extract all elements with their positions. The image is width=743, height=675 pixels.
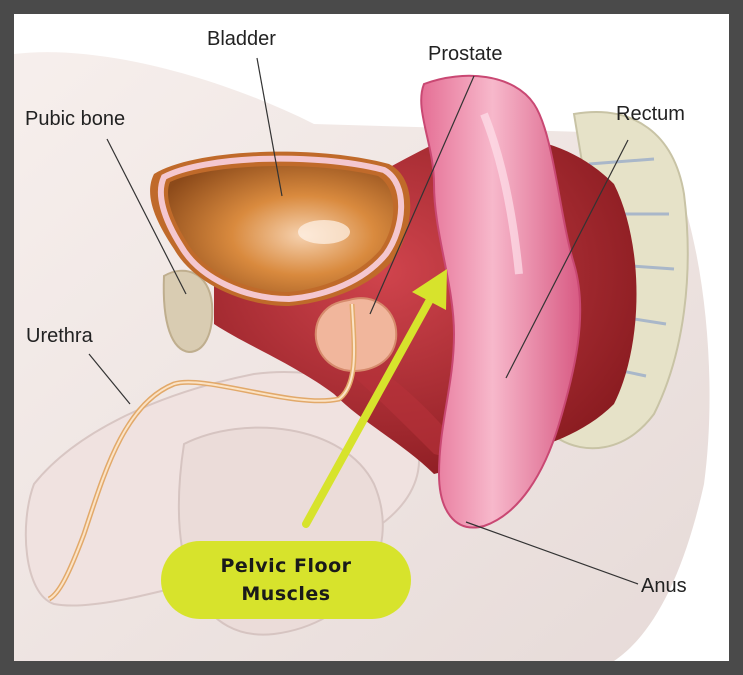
illustration-canvas: Bladder Prostate Pubic bone Rectum Ureth…: [14, 14, 729, 661]
label-anus: Anus: [641, 575, 687, 597]
pelvic-floor-muscles-callout: Pelvic Floor Muscles: [161, 541, 411, 619]
label-rectum: Rectum: [616, 103, 685, 125]
label-prostate: Prostate: [428, 43, 502, 65]
callout-line-2: Muscles: [241, 580, 330, 608]
label-pubic-bone: Pubic bone: [25, 108, 125, 130]
callout-line-1: Pelvic Floor: [220, 552, 351, 580]
label-urethra: Urethra: [26, 325, 94, 347]
label-bladder: Bladder: [207, 28, 276, 50]
